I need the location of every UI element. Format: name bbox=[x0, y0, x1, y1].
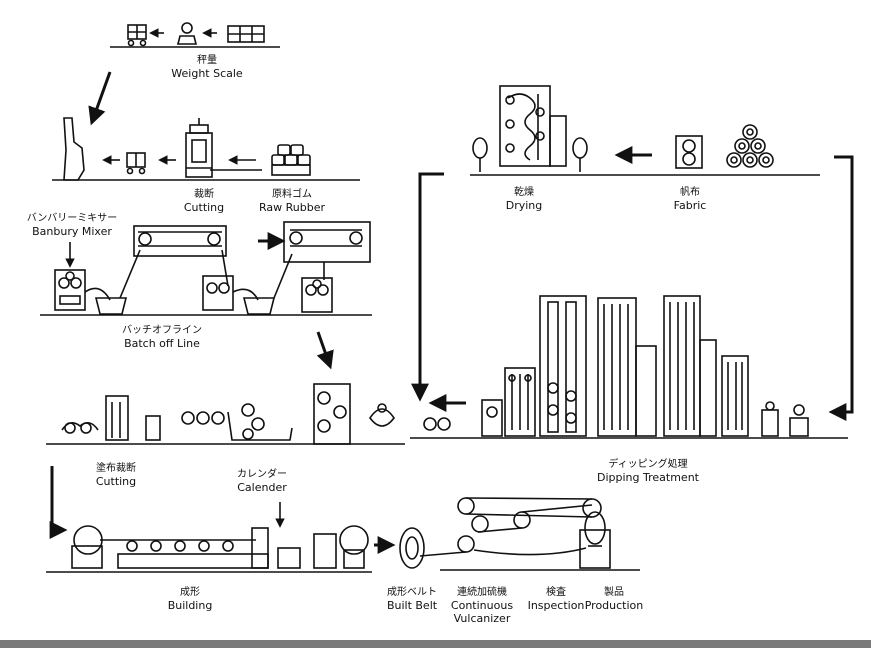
label-built-belt-jp: 成形ベルト bbox=[387, 587, 437, 598]
label-calender: カレンダー Calender bbox=[237, 468, 287, 494]
label-dipping-en: Dipping Treatment bbox=[597, 471, 699, 484]
label-fabric-jp: 帆布 bbox=[679, 187, 700, 198]
label-vulcanizer-jp: 連続加硫機 bbox=[456, 587, 507, 598]
label-production-en: Production bbox=[584, 599, 644, 612]
label-drying-en: Drying bbox=[505, 199, 543, 212]
label-built-belt-en: Built Belt bbox=[386, 599, 438, 612]
banbury-mixer-station bbox=[63, 117, 85, 181]
fabric-feed-rolls bbox=[423, 417, 451, 431]
label-cutting-top: 裁断 Cutting bbox=[184, 188, 224, 214]
label-raw-rubber-en: Raw Rubber bbox=[258, 201, 326, 214]
flow-connector bbox=[411, 172, 444, 402]
label-drying-jp: 乾燥 bbox=[513, 187, 534, 198]
label-cutting-top-en: Cutting bbox=[183, 201, 225, 214]
flow-connector bbox=[828, 155, 854, 421]
dipping-treatment-line bbox=[481, 295, 809, 437]
label-batch-off-line: バッチオフライン Batch off Line bbox=[122, 324, 202, 350]
label-building: 成形 Building bbox=[168, 586, 213, 612]
cooling-tank-icon bbox=[242, 297, 276, 315]
label-calender-en: Calender bbox=[237, 481, 287, 494]
label-batch-off-jp: バッチオフライン bbox=[122, 325, 202, 336]
flow-arrow bbox=[88, 71, 112, 126]
label-inspection-jp: 検査 bbox=[545, 587, 566, 598]
continuous-vulcanizer bbox=[419, 497, 602, 557]
label-vulcanizer-en2: Vulcanizer bbox=[453, 612, 511, 625]
flow-arrow bbox=[316, 331, 334, 370]
label-production: 製品 Production bbox=[585, 586, 644, 612]
label-vulcanizer-en: Continuous bbox=[450, 599, 514, 612]
material-stack-icon bbox=[227, 25, 265, 43]
cutting-press-icon bbox=[185, 118, 213, 178]
cooling-tank-icon bbox=[94, 297, 128, 315]
fabric-rolls-station bbox=[675, 124, 774, 169]
label-built-belt: 成形ベルト Built Belt bbox=[387, 586, 437, 612]
banbury-mixer-icon bbox=[63, 117, 85, 181]
drying-tower bbox=[472, 85, 588, 172]
label-inspection-en: Inspection bbox=[527, 599, 585, 612]
label-cutting-mid-en: Cutting bbox=[95, 475, 137, 488]
label-building-en: Building bbox=[167, 599, 213, 612]
bottom-border bbox=[0, 640, 871, 648]
label-inspection: 検査 Inspection bbox=[528, 586, 585, 612]
label-raw-rubber: 原料ゴム Raw Rubber bbox=[259, 188, 325, 214]
building-line bbox=[71, 525, 369, 569]
label-calender-jp: カレンダー bbox=[237, 469, 287, 480]
inspection-station bbox=[579, 511, 611, 569]
built-belt-icon bbox=[399, 527, 425, 569]
calender-line bbox=[61, 383, 395, 445]
label-batch-off-en: Batch off Line bbox=[124, 337, 200, 350]
batch-off-line-1 bbox=[54, 225, 276, 315]
label-cutting-top-jp: 裁断 bbox=[193, 189, 214, 200]
batch-off-line-2 bbox=[273, 221, 371, 313]
label-weight-scale-en: Weight Scale bbox=[171, 67, 243, 80]
label-drying: 乾燥 Drying bbox=[506, 186, 543, 212]
fabric-roll-stand bbox=[675, 135, 703, 169]
label-fabric: 帆布 Fabric bbox=[674, 186, 707, 212]
flow-connector bbox=[49, 466, 68, 539]
label-cutting-mid: 塗布裁断 Cutting bbox=[96, 462, 136, 488]
label-production-jp: 製品 bbox=[604, 587, 624, 598]
label-dipping-treatment: ディッピング処理 Dipping Treatment bbox=[597, 458, 699, 484]
label-dipping-jp: ディッピング処理 bbox=[608, 459, 688, 470]
label-building-jp: 成形 bbox=[180, 587, 200, 598]
label-banbury-mixer: バンバリーミキサー Banbury Mixer bbox=[27, 212, 118, 238]
label-raw-rubber-jp: 原料ゴム bbox=[271, 189, 312, 200]
label-fabric-en: Fabric bbox=[673, 199, 707, 212]
label-weight-scale-jp: 秤量 bbox=[196, 55, 217, 66]
cart-icon bbox=[127, 24, 147, 47]
label-continuous-vulcanizer: 連続加硫機 Continuous Vulcanizer bbox=[451, 586, 513, 625]
festoon-frame bbox=[133, 225, 227, 257]
label-cutting-mid-jp: 塗布裁断 bbox=[95, 463, 136, 474]
label-banbury-mixer-en: Banbury Mixer bbox=[32, 225, 112, 238]
scale-operator-icon bbox=[176, 22, 198, 45]
cart-icon bbox=[126, 152, 146, 175]
label-banbury-mixer-jp: バンバリーミキサー bbox=[26, 213, 118, 224]
raw-rubber-bales-icon bbox=[271, 144, 311, 176]
weight-scale-station bbox=[110, 22, 280, 48]
label-weight-scale: 秤量 Weight Scale bbox=[171, 54, 242, 80]
